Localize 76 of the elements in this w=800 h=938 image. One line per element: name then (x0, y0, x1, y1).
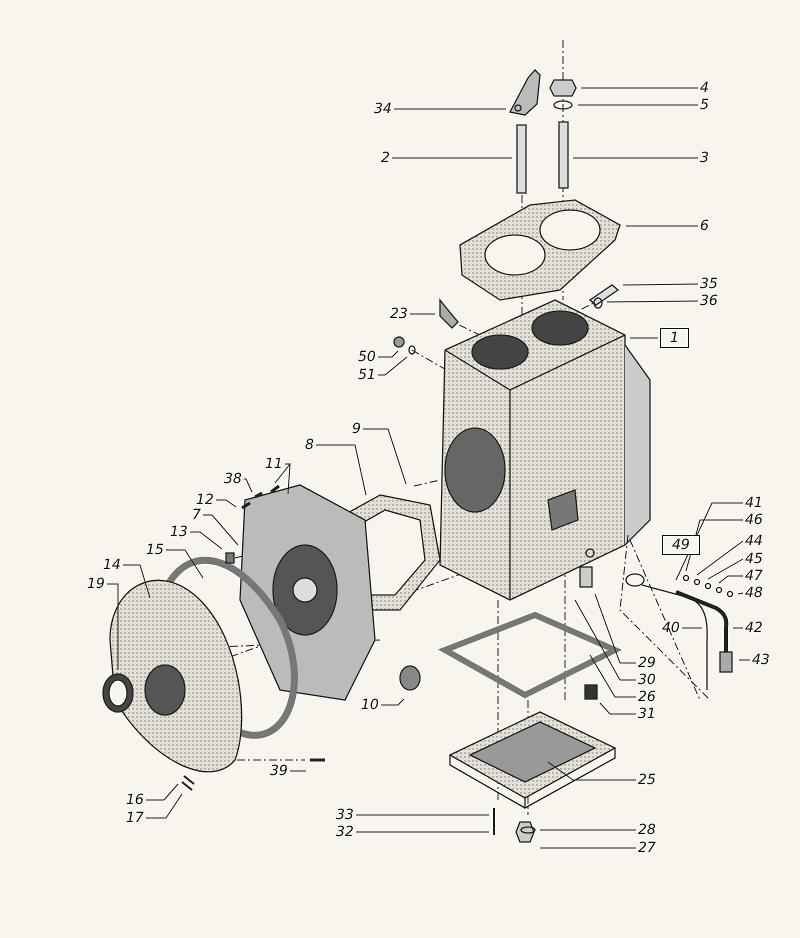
callout-number: 8 (305, 437, 314, 453)
callout-number: 5 (700, 97, 709, 113)
callout-number: 15 (146, 542, 164, 558)
callout-number: 26 (638, 689, 656, 705)
callout-number: 28 (638, 822, 656, 838)
leader-line (356, 814, 490, 816)
callout-number: 13 (170, 524, 188, 540)
leader-line (548, 762, 636, 780)
leader-line (600, 702, 636, 714)
leader-line (378, 350, 398, 358)
callout-number: 9 (352, 421, 361, 437)
leader-line (718, 576, 744, 584)
callout-number: 38 (224, 471, 242, 487)
boxed-callout-number: 1 (660, 328, 689, 348)
callout-number: 11 (265, 456, 283, 472)
callout-number: 41 (745, 495, 763, 511)
leader-line (394, 108, 506, 110)
leader-line (696, 540, 744, 576)
callout-number: 35 (700, 276, 718, 292)
callout-number: 29 (638, 655, 656, 671)
leader-line (380, 698, 404, 706)
leader-line (590, 654, 636, 698)
leader-line (106, 584, 118, 670)
callout-number: 45 (745, 551, 763, 567)
callout-number: 36 (700, 293, 718, 309)
callout-number: 4 (700, 80, 709, 96)
callout-number: 14 (103, 557, 121, 573)
leader-line (594, 594, 636, 664)
leader-line (378, 356, 408, 376)
callout-number: 30 (638, 672, 656, 688)
boxed-callout-number: 49 (662, 535, 700, 555)
callout-number: 40 (662, 620, 680, 636)
callout-number: 25 (638, 772, 656, 788)
leader-line (216, 500, 236, 508)
callout-number: 7 (192, 507, 201, 523)
callout-number: 10 (361, 697, 379, 713)
leader-line (122, 564, 150, 598)
leader-line (274, 464, 292, 484)
callout-number: 19 (87, 576, 105, 592)
leader-line (622, 284, 698, 286)
callout-number: 6 (700, 218, 709, 234)
leader-line (362, 428, 406, 484)
callout-number: 34 (374, 101, 392, 117)
callout-number: 12 (196, 492, 214, 508)
callout-number: 46 (745, 512, 763, 528)
leader-line (166, 550, 204, 578)
leader-line (190, 532, 222, 550)
leader-line (574, 600, 636, 680)
leader-line (290, 770, 306, 772)
leader-line (202, 514, 238, 546)
callout-number: 48 (745, 585, 763, 601)
callout-number: 51 (358, 367, 376, 383)
callout-number: 17 (126, 810, 144, 826)
callout-number: 32 (336, 824, 354, 840)
callout-number: 50 (358, 349, 376, 365)
callout-number: 16 (126, 792, 144, 808)
callout-number: 23 (390, 306, 408, 322)
leader-line (708, 558, 744, 580)
callout-number: 42 (745, 620, 763, 636)
callout-number: 3 (700, 150, 709, 166)
callout-number: 33 (336, 807, 354, 823)
leader-line (244, 478, 252, 492)
leader-line (316, 444, 366, 496)
leader-line (146, 784, 178, 800)
callout-number: 31 (638, 706, 656, 722)
leader-line (606, 300, 698, 302)
callout-number: 27 (638, 840, 656, 856)
leader-line (284, 464, 291, 494)
leader-line (578, 104, 698, 106)
callout-number: 39 (270, 763, 288, 779)
callout-number: 2 (381, 150, 390, 166)
leader-line (146, 794, 182, 818)
callout-number: 47 (745, 568, 763, 584)
leader-line (738, 592, 744, 594)
callout-number: 43 (752, 652, 770, 668)
callout-number: 44 (745, 533, 763, 549)
